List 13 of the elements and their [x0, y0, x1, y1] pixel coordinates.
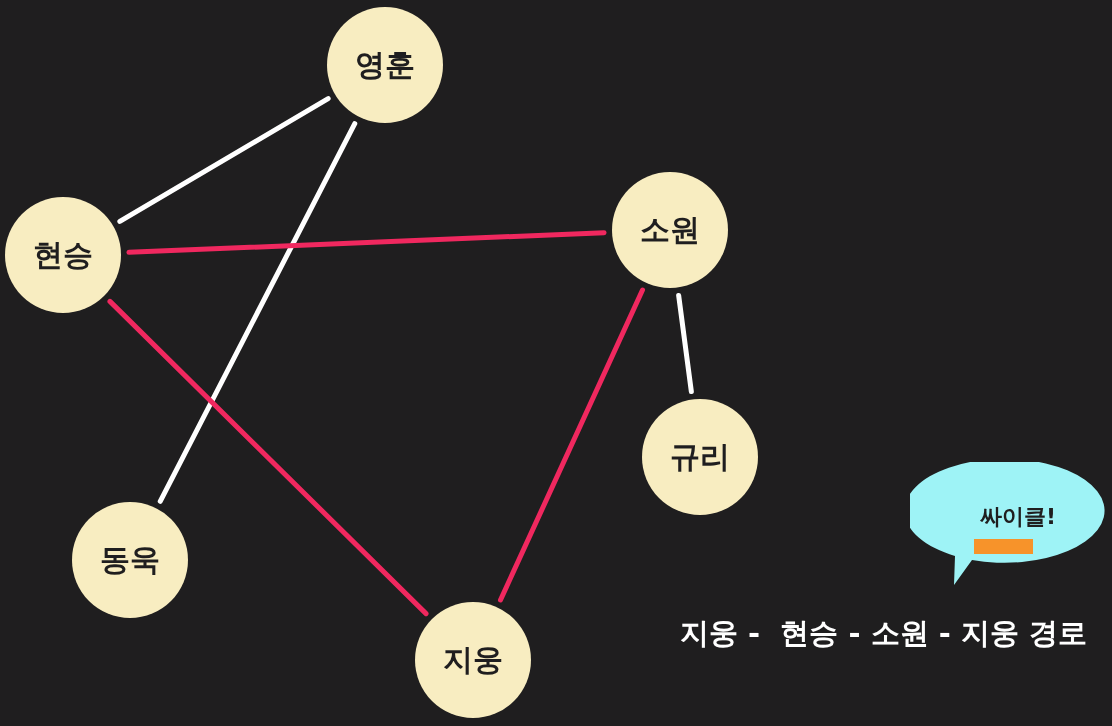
- connection-line: [107, 298, 429, 617]
- bubble-text: 싸이클!: [980, 503, 1057, 531]
- node-label: 동욱: [100, 540, 160, 579]
- connection-line: [676, 292, 694, 395]
- node-label: 규리: [670, 437, 730, 476]
- node-label: 소원: [640, 210, 700, 249]
- connection-line: [126, 230, 607, 255]
- connection-line: [117, 96, 331, 224]
- node-label: 영훈: [355, 45, 415, 84]
- path-note: 지웅 - 현승 - 소원 - 지웅 경로: [680, 615, 1087, 652]
- node-label: 현승: [33, 235, 93, 274]
- node-label: 지웅: [443, 640, 503, 679]
- connection-line: [157, 121, 358, 504]
